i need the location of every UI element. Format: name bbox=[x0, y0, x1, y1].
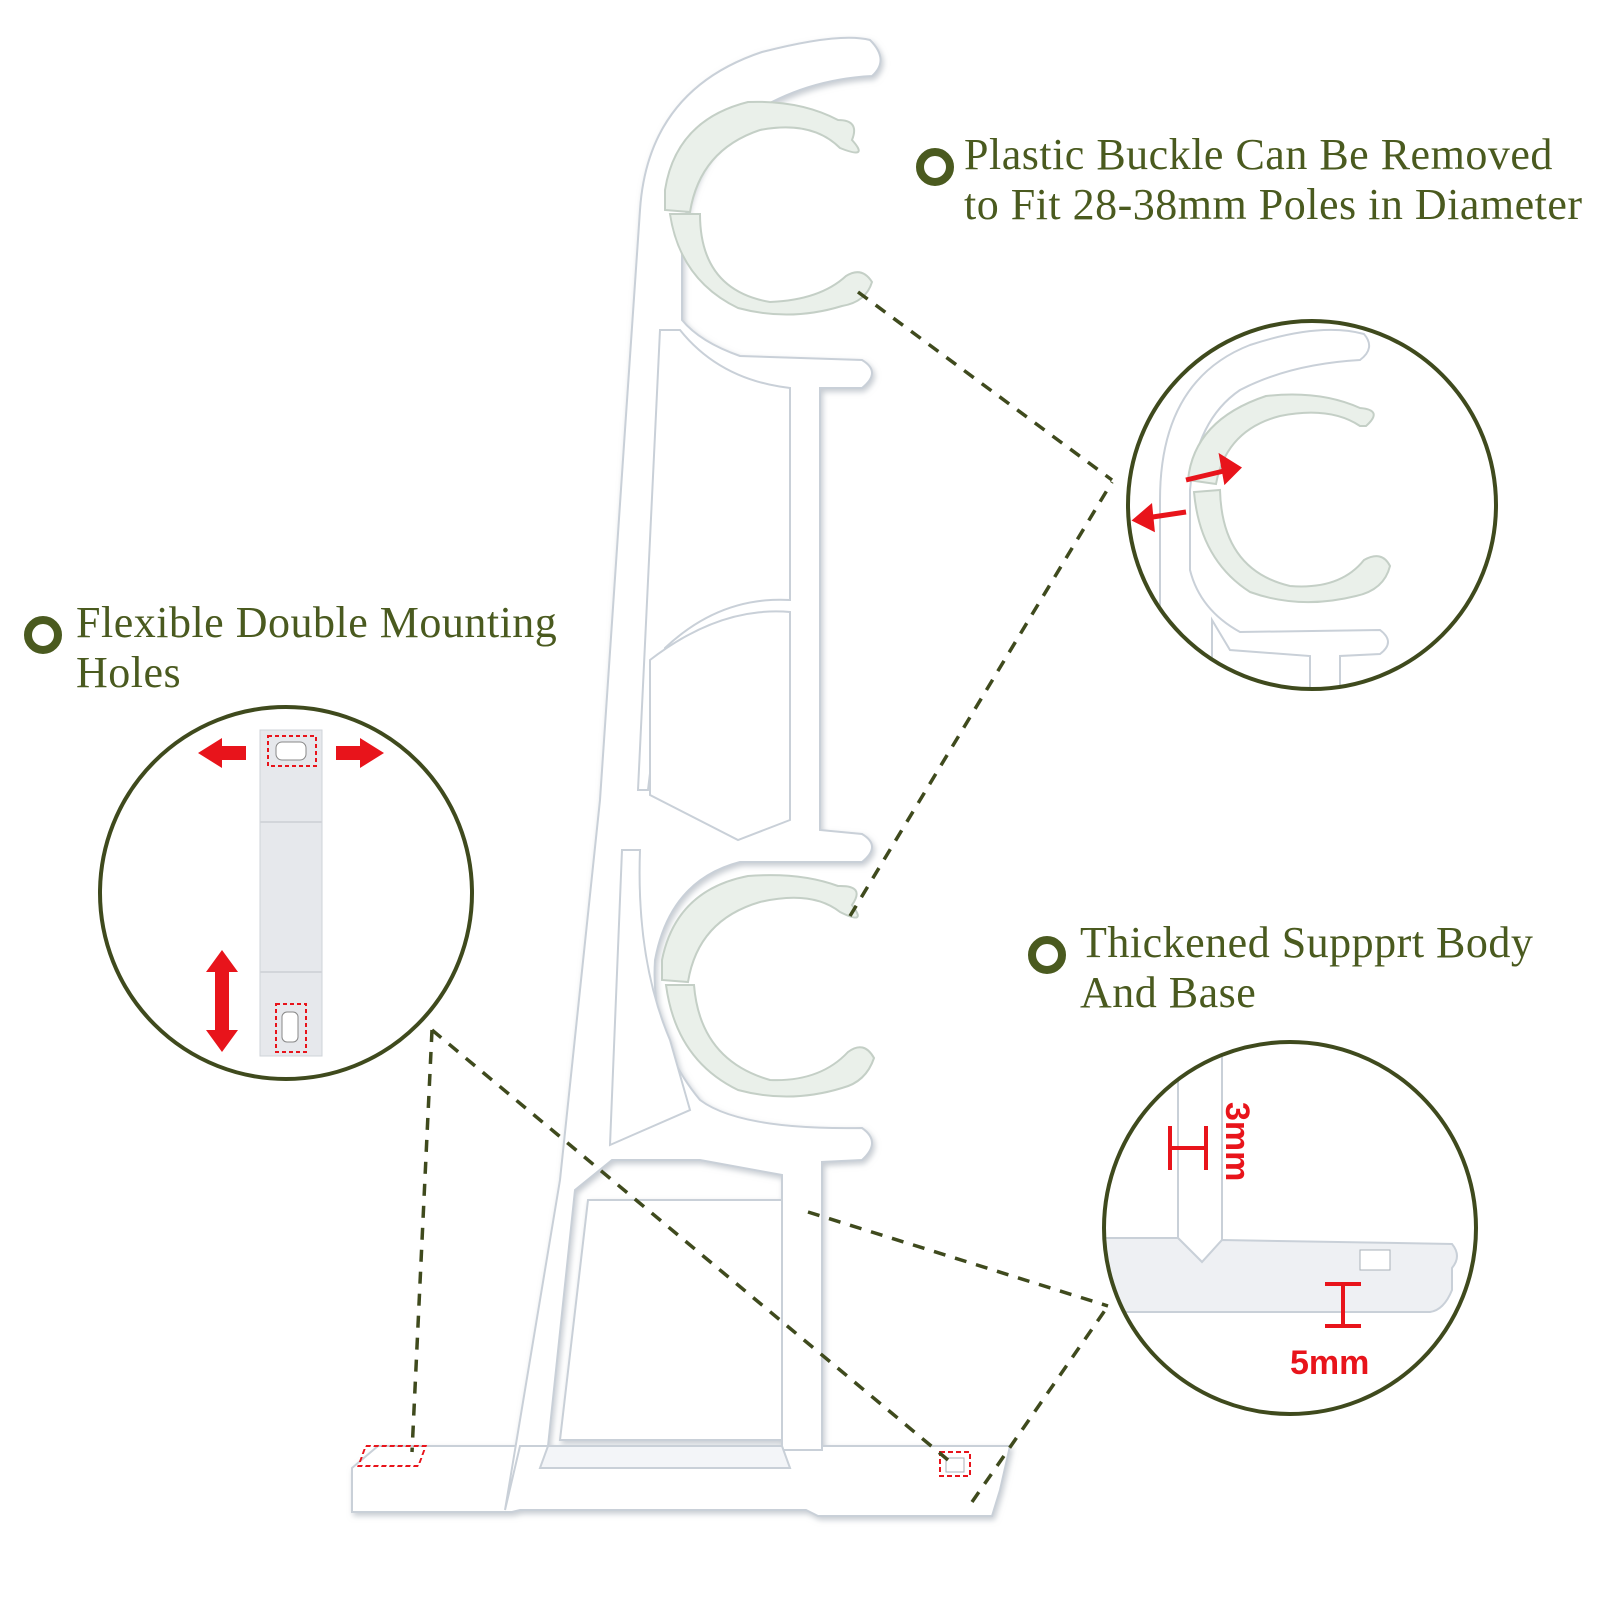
detail-top-slot bbox=[275, 741, 307, 761]
leader-right-b bbox=[970, 1305, 1110, 1503]
dim-5mm: 5mm bbox=[1290, 1344, 1369, 1382]
leader-right-a bbox=[807, 1210, 1109, 1308]
buckle-arrows bbox=[1131, 452, 1242, 533]
right-hole-highlight bbox=[939, 1451, 971, 1477]
right-mounting-hole bbox=[945, 1457, 965, 1473]
feature-line: Flexible Double Mounting bbox=[76, 598, 558, 647]
plastic-buckles bbox=[661, 100, 876, 1098]
feature-line: Holes bbox=[76, 648, 182, 697]
feature-line: Thickened Suppprt Body bbox=[1080, 918, 1534, 967]
cutout-middle bbox=[649, 610, 791, 842]
cutout-lower bbox=[608, 849, 692, 1147]
arrow-up-down-icon bbox=[206, 950, 238, 1052]
detail-base-hole bbox=[1359, 1249, 1391, 1271]
leader-left-b bbox=[430, 1028, 950, 1462]
feature-buckle: Plastic Buckle Can Be Removed to Fit 28-… bbox=[916, 130, 1583, 230]
feature-text: Flexible Double Mounting Holes bbox=[76, 598, 557, 698]
upper-buckle bbox=[664, 100, 874, 316]
detail-buckle bbox=[1186, 393, 1392, 604]
lower-buckle bbox=[661, 874, 876, 1098]
curtain-rod-bracket bbox=[351, 36, 1012, 1517]
feature-mounting: Flexible Double Mounting Holes bbox=[24, 598, 557, 698]
dim-3mm: 3mm bbox=[1218, 1102, 1256, 1181]
detail-bottom-slot bbox=[281, 1011, 299, 1043]
thickness-markers bbox=[1168, 1126, 1361, 1328]
feature-line: Plastic Buckle Can Be Removed bbox=[964, 130, 1553, 179]
arrow-left-icon bbox=[198, 738, 246, 768]
feature-support: Thickened Suppprt Body And Base bbox=[1028, 918, 1533, 1018]
base-rim bbox=[538, 1445, 792, 1469]
bullet-icon bbox=[916, 148, 954, 186]
cutout-upper bbox=[636, 329, 791, 791]
leader-left-a bbox=[410, 1029, 434, 1453]
leader-top-b bbox=[848, 481, 1114, 917]
detail-base bbox=[1104, 1237, 1458, 1313]
mounting-arrows bbox=[198, 738, 384, 1052]
detail-plate bbox=[259, 729, 323, 1057]
feature-text: Thickened Suppprt Body And Base bbox=[1080, 918, 1533, 1018]
feature-line: And Base bbox=[1080, 968, 1257, 1017]
leader-top-a bbox=[856, 290, 1114, 482]
leader-lines bbox=[410, 290, 1114, 1503]
detail-circle-mounting-holes bbox=[98, 705, 474, 1081]
bullet-icon bbox=[24, 616, 62, 654]
bullet-icon bbox=[1028, 936, 1066, 974]
feature-text: Plastic Buckle Can Be Removed to Fit 28-… bbox=[964, 130, 1583, 230]
detail-circle-thickness: 3mm 5mm bbox=[1102, 1040, 1478, 1416]
arrow-right-icon bbox=[336, 738, 384, 768]
cutout-bottom bbox=[558, 1199, 783, 1441]
base-mounting-holes bbox=[357, 1445, 971, 1477]
detail-circle-buckle bbox=[1126, 319, 1498, 691]
feature-line: to Fit 28-38mm Poles in Diameter bbox=[964, 180, 1583, 229]
